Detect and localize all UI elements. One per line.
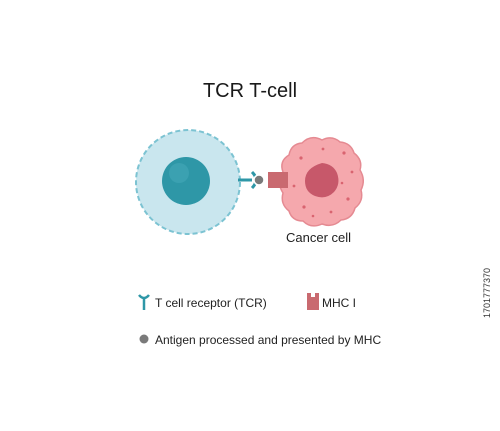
cancer-dot xyxy=(292,184,296,188)
cancer-dot xyxy=(342,151,346,155)
cancer-dot xyxy=(346,197,350,201)
cancer-dot xyxy=(340,181,344,185)
cancer-cell-label: Cancer cell xyxy=(286,230,352,245)
tcr-legend-icon xyxy=(138,294,150,310)
cancer-dot xyxy=(311,214,315,218)
mhc-legend-label: MHC I xyxy=(322,296,356,310)
tcr-mhc-interaction xyxy=(238,170,288,190)
diagram-title: TCR T-cell xyxy=(202,80,298,102)
mhc-protein xyxy=(268,172,288,188)
cancer-dot xyxy=(302,205,306,209)
tcr-legend-label: T cell receptor (TCR) xyxy=(155,296,267,310)
cancer-cell xyxy=(278,136,364,227)
cancer-dot xyxy=(299,156,303,160)
t-cell-nucleus xyxy=(162,157,210,205)
mhc-legend-icon xyxy=(307,293,319,310)
antigen-legend-label: Antigen processed and presented by MHC xyxy=(155,333,382,347)
cancer-dot xyxy=(329,210,333,214)
cancer-dot xyxy=(321,147,325,151)
antigen-legend-icon xyxy=(139,334,149,344)
cancer-nucleus xyxy=(305,163,339,198)
t-cell xyxy=(135,129,241,235)
cancer-dot xyxy=(350,170,354,174)
t-cell-nucleus-highlight xyxy=(169,163,189,183)
antigen xyxy=(253,174,265,186)
side-id: 1701777370 xyxy=(482,267,492,318)
